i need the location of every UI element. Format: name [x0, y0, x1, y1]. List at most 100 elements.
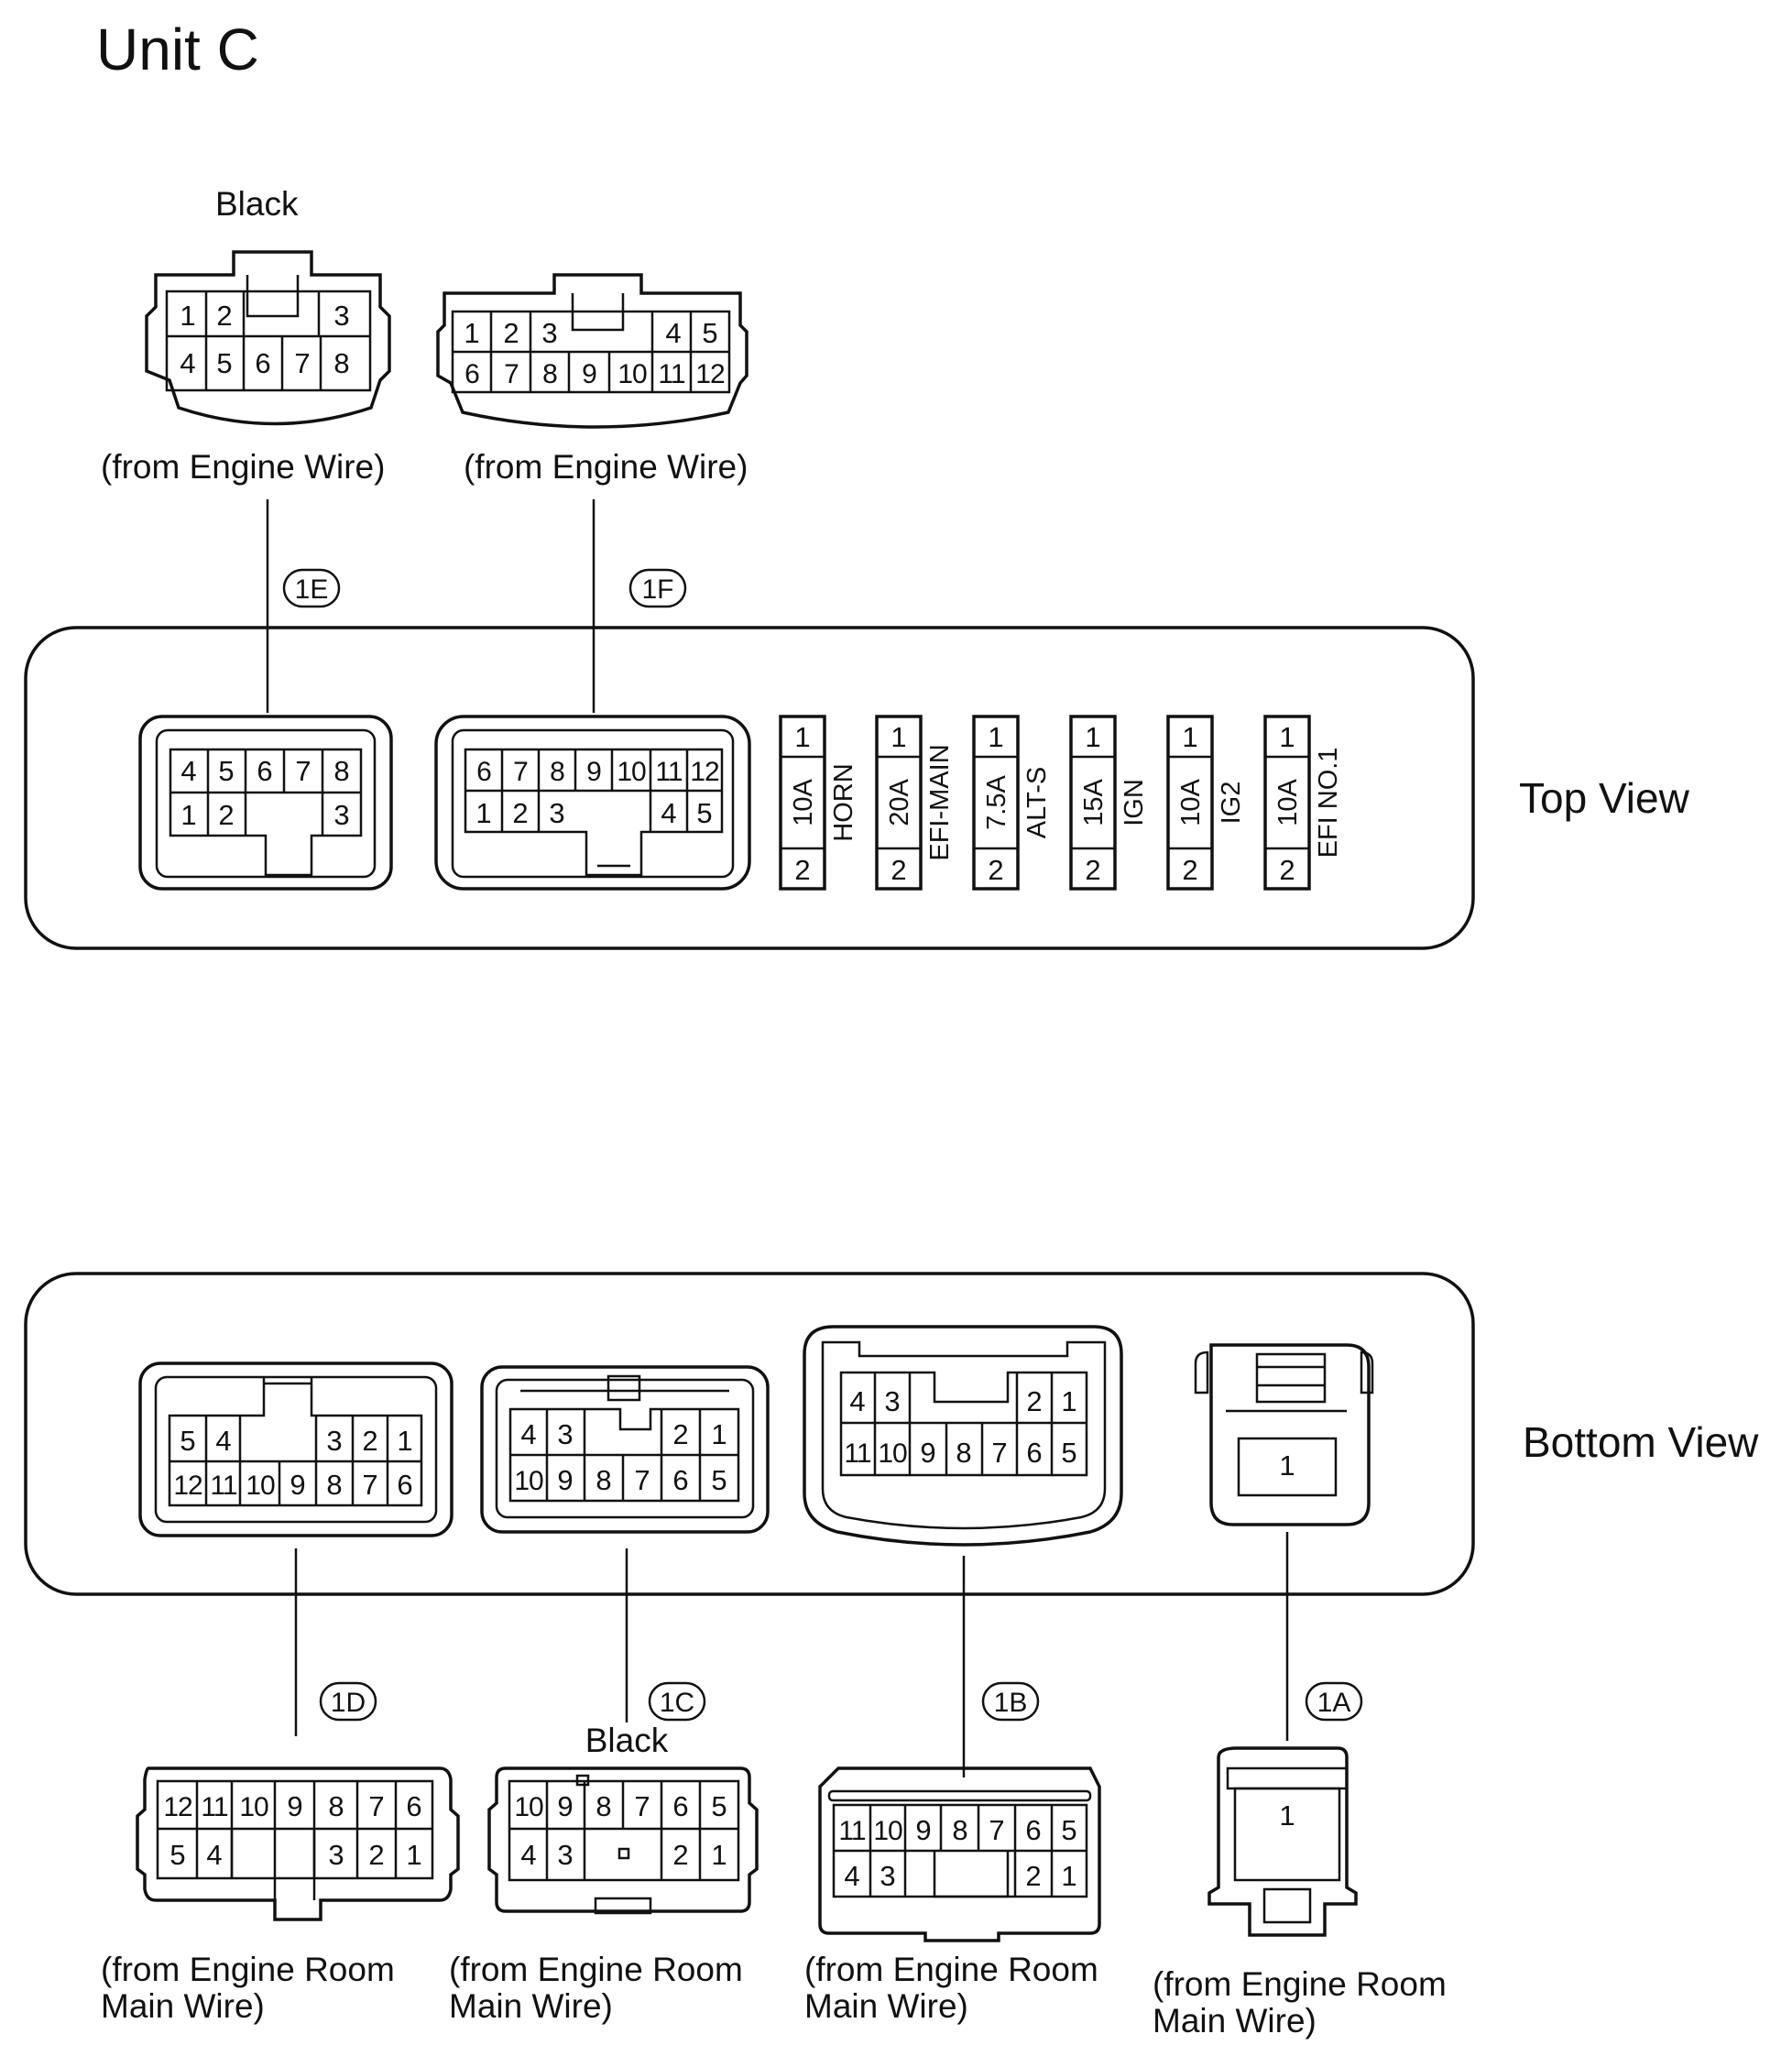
pin-1f-m-9: 9	[582, 359, 596, 389]
pin-1d-m-6: 6	[406, 1790, 421, 1822]
pin-1e-b-7: 7	[295, 755, 311, 787]
pin-1d-b-10: 10	[246, 1471, 275, 1501]
pin-1f-b-3: 3	[549, 797, 564, 829]
bottom-view-label: Bottom View	[1523, 1418, 1759, 1466]
pin-1f-b-7: 7	[513, 757, 528, 787]
pin-1e-b-3: 3	[333, 799, 349, 831]
pin-1c-b-8: 8	[596, 1464, 611, 1496]
connector-1f-mating: 1 2 3 4 5 6 7 8 9 10 11 12 (from Engine …	[436, 273, 748, 486]
pin-1c-b-3: 3	[557, 1418, 573, 1450]
receptacle-1a: 1	[1194, 1343, 1374, 1526]
code-1b: 1B	[994, 1688, 1028, 1718]
fuse-4-name: IG2	[1217, 782, 1246, 825]
pin-1e-m-1: 1	[180, 300, 195, 332]
connector-1a-mating: 1 (from Engine Room Main Wire)	[1153, 1746, 1447, 2040]
pin-1e-m-5: 5	[216, 347, 232, 379]
connector-1d-source-2: Main Wire)	[101, 1987, 265, 2025]
pin-1c-m-2: 2	[672, 1839, 688, 1871]
pin-1d-b-1: 1	[397, 1425, 412, 1457]
pin-1b-b-4: 4	[849, 1385, 865, 1417]
connector-1e-latch	[246, 275, 300, 318]
connector-1b-source-1: (from Engine Room	[804, 1951, 1098, 1988]
pin-1e-m-3: 3	[333, 300, 349, 332]
top-view-label: Top View	[1519, 774, 1690, 822]
fuse-1-pin2: 2	[891, 854, 906, 886]
fuse-1-pin1: 1	[891, 721, 906, 753]
fuse-5: 1 2 10A EFI NO.1	[1263, 715, 1343, 891]
pin-1d-m-5: 5	[169, 1839, 185, 1871]
badge-1b	[981, 1681, 1040, 1722]
pin-1c-m-8: 8	[596, 1790, 611, 1822]
code-1e: 1E	[295, 574, 329, 605]
badge-1e	[282, 568, 341, 608]
pin-1f-b-4: 4	[661, 797, 676, 829]
pin-1d-m-7: 7	[368, 1790, 384, 1822]
fuse-1-amp: 20A	[885, 779, 914, 826]
receptacle-1b: 4 3 2 1 11 10 9 8 7 6 5	[803, 1325, 1123, 1547]
pin-1f-m-1: 1	[464, 317, 479, 349]
top-block-outline	[24, 626, 1475, 950]
pin-1c-m-3: 3	[557, 1839, 573, 1871]
fuse-0-pin1: 1	[794, 721, 810, 753]
pin-1f-m-3: 3	[541, 317, 557, 349]
pin-1f-m-6: 6	[464, 359, 479, 389]
fuse-5-amp: 10A	[1273, 779, 1303, 826]
connector-1f-housing	[436, 273, 748, 429]
pin-1c-b-5: 5	[711, 1464, 727, 1496]
pin-1d-b-11: 11	[210, 1471, 236, 1501]
pin-1c-m-5: 5	[711, 1790, 727, 1822]
pin-1e-m-8: 8	[333, 347, 349, 379]
fuse-3-pin2: 2	[1085, 854, 1100, 886]
connector-1c-mating: Black 10 9 8 7 6 5 4 3 2 1 (from Engine …	[449, 1722, 759, 2025]
fuse-4-pin2: 2	[1182, 854, 1197, 886]
receptacle-1d: 5 4 3 2 1 12 11 10 9 8 7 6	[138, 1362, 453, 1537]
fuse-2-amp: 7.5A	[982, 775, 1011, 830]
pin-1e-b-5: 5	[218, 755, 234, 787]
connector-1b-mating: 11 10 9 8 7 6 5 4 3 2 1 (from Engine Roo…	[804, 1766, 1101, 2025]
connector-1f-source: (from Engine Wire)	[464, 448, 748, 486]
receptacle-1f: 6 7 8 9 10 11 12 1 2 3 4 5	[434, 715, 751, 891]
fuse-0-amp: 10A	[789, 779, 818, 826]
pin-1c-b-4: 4	[520, 1418, 536, 1450]
pin-1d-m-10: 10	[239, 1792, 268, 1822]
pin-1d-b-5: 5	[180, 1425, 195, 1457]
bottom-block-outline	[24, 1272, 1475, 1596]
pin-1c-b-6: 6	[672, 1464, 688, 1496]
fuse-5-name: EFI NO.1	[1314, 748, 1343, 858]
pin-1d-m-4: 4	[206, 1839, 222, 1871]
pin-1b-m-1: 1	[1061, 1860, 1076, 1892]
pin-1e-m-6: 6	[255, 347, 270, 379]
pin-1f-b-1: 1	[475, 797, 491, 829]
pin-1b-b-10: 10	[878, 1438, 907, 1469]
pin-1f-b-6: 6	[476, 757, 491, 787]
connector-1c-source-1: (from Engine Room	[449, 1951, 743, 1988]
fuse-4-pin1: 1	[1182, 721, 1197, 753]
pin-1b-b-6: 6	[1026, 1437, 1042, 1469]
pin-1d-b-8: 8	[326, 1469, 342, 1501]
pin-1b-b-9: 9	[920, 1437, 935, 1469]
diagram-title: Unit C	[96, 16, 259, 82]
fuse-1-name: EFI-MAIN	[925, 744, 955, 860]
pin-1f-b-2: 2	[512, 797, 528, 829]
pin-1f-m-12: 12	[695, 359, 725, 389]
badge-1a	[1305, 1681, 1363, 1722]
pin-1e-m-4: 4	[180, 347, 195, 379]
pin-1b-m-10: 10	[873, 1816, 902, 1846]
pin-1b-m-5: 5	[1061, 1814, 1076, 1846]
pin-1e-b-1: 1	[180, 799, 196, 831]
fuse-2-name: ALT-S	[1022, 767, 1052, 838]
receptacle-1e: 4 5 6 7 8 1 2 3	[138, 715, 393, 891]
badge-1d	[319, 1681, 377, 1722]
pin-1f-b-8: 8	[550, 757, 564, 787]
pin-1c-b-7: 7	[634, 1464, 650, 1496]
fuse-2-pin1: 1	[988, 721, 1003, 753]
pin-1f-m-8: 8	[542, 359, 557, 389]
pin-1f-m-4: 4	[665, 317, 681, 349]
pin-1b-m-8: 8	[952, 1814, 967, 1846]
fuse-0-pin2: 2	[794, 854, 810, 886]
pin-1b-m-6: 6	[1025, 1814, 1041, 1846]
pin-1f-b-5: 5	[696, 797, 712, 829]
pin-1d-m-2: 2	[368, 1839, 384, 1871]
fuse-3-name: IGN	[1120, 779, 1149, 826]
